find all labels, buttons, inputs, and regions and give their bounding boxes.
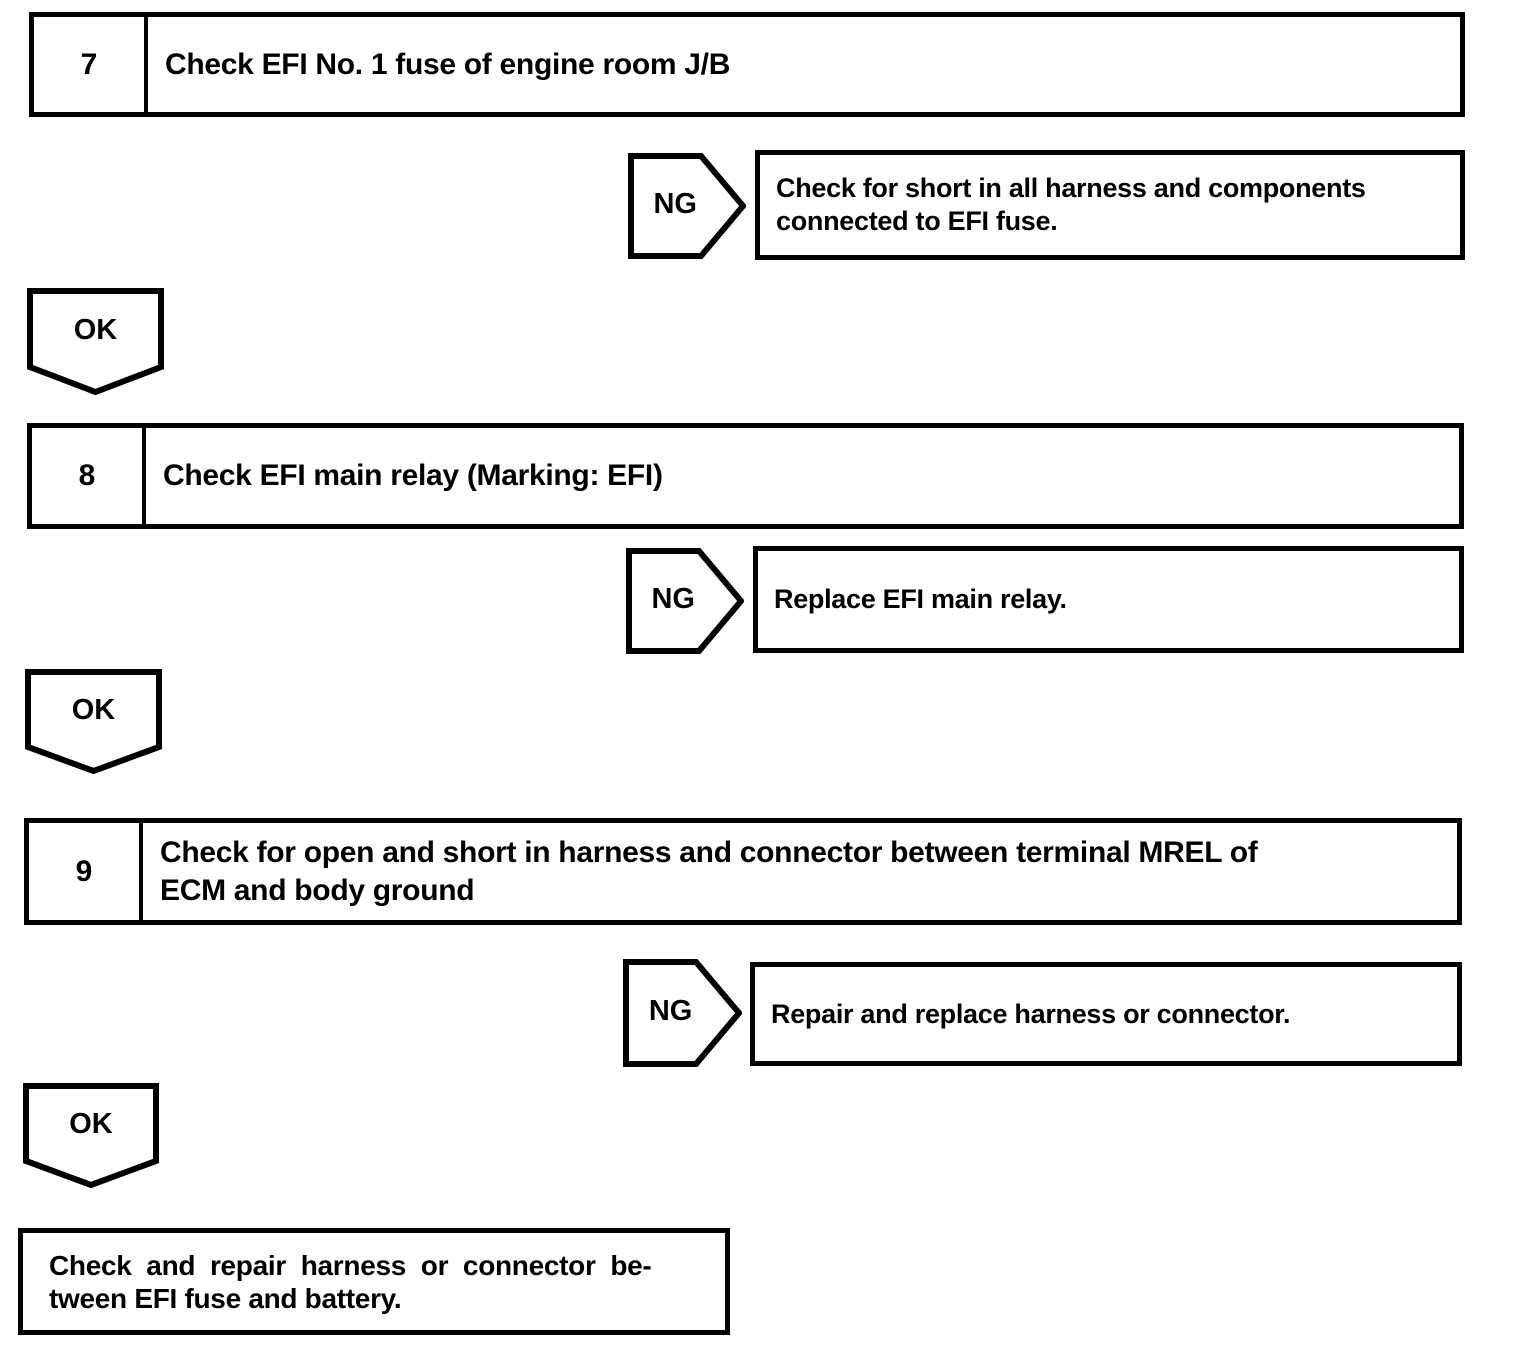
ok-arrow-icon: OK (25, 669, 162, 774)
ng-label: NG (653, 188, 697, 221)
final-action-box: Check and repair harness or connector be… (18, 1228, 730, 1335)
result-text-line: connected to EFI fuse. (776, 206, 1058, 236)
ng-label: NG (651, 583, 695, 616)
ok-pentagon-shape (23, 1083, 159, 1188)
step-7-ng-result-box: Check for short in all harness and compo… (755, 150, 1465, 260)
result-text-line: Repair and replace harness or connector. (771, 998, 1291, 1029)
step-7-title: Check EFI No. 1 fuse of engine room J/B (148, 17, 1460, 112)
step-9-ng-result-box: Repair and replace harness or connector. (750, 962, 1462, 1066)
step-8-title: Check EFI main relay (Marking: EFI) (146, 428, 1459, 524)
step-9-box: 9 Check for open and short in harness an… (24, 818, 1462, 925)
ok-pentagon-shape (25, 669, 162, 774)
step-8-title-line: Check EFI main relay (Marking: EFI) (163, 459, 663, 492)
ng-arrow-icon: NG (623, 959, 742, 1067)
result-text-line: Replace EFI main relay. (774, 584, 1067, 614)
result-text-line: Check for short in all harness and compo… (776, 173, 1366, 203)
ng-pentagon-shape (626, 548, 744, 654)
ng-arrow-icon: NG (626, 548, 744, 654)
step-9-number: 9 (29, 823, 143, 920)
ng-label: NG (648, 995, 693, 1028)
final-text-line: tween EFI fuse and battery. (49, 1282, 402, 1314)
final-text-line: Check and repair harness or connector be… (49, 1249, 652, 1281)
ng-arrow-icon: NG (628, 153, 746, 259)
step-9-title: Check for open and short in harness and … (143, 823, 1457, 920)
step-7-box: 7 Check EFI No. 1 fuse of engine room J/… (29, 12, 1465, 117)
ng-pentagon-shape (623, 959, 742, 1067)
ok-label: OK (69, 1108, 113, 1141)
ng-pentagon-shape (628, 153, 746, 259)
step-8-box: 8 Check EFI main relay (Marking: EFI) (27, 423, 1464, 529)
ok-arrow-icon: OK (27, 288, 164, 395)
ok-pentagon-shape (27, 288, 164, 395)
step-9-title-line: Check for open and short in harness and … (160, 835, 1258, 869)
step-8-ng-result-box: Replace EFI main relay. (753, 546, 1464, 653)
ok-label: OK (71, 694, 116, 727)
ok-arrow-icon: OK (23, 1083, 159, 1188)
step-8-number: 8 (32, 428, 146, 524)
step-7-number: 7 (34, 17, 148, 112)
step-7-title-line: Check EFI No. 1 fuse of engine room J/B (165, 47, 731, 81)
ok-label: OK (73, 313, 118, 346)
step-9-title-line: ECM and body ground (160, 873, 475, 907)
